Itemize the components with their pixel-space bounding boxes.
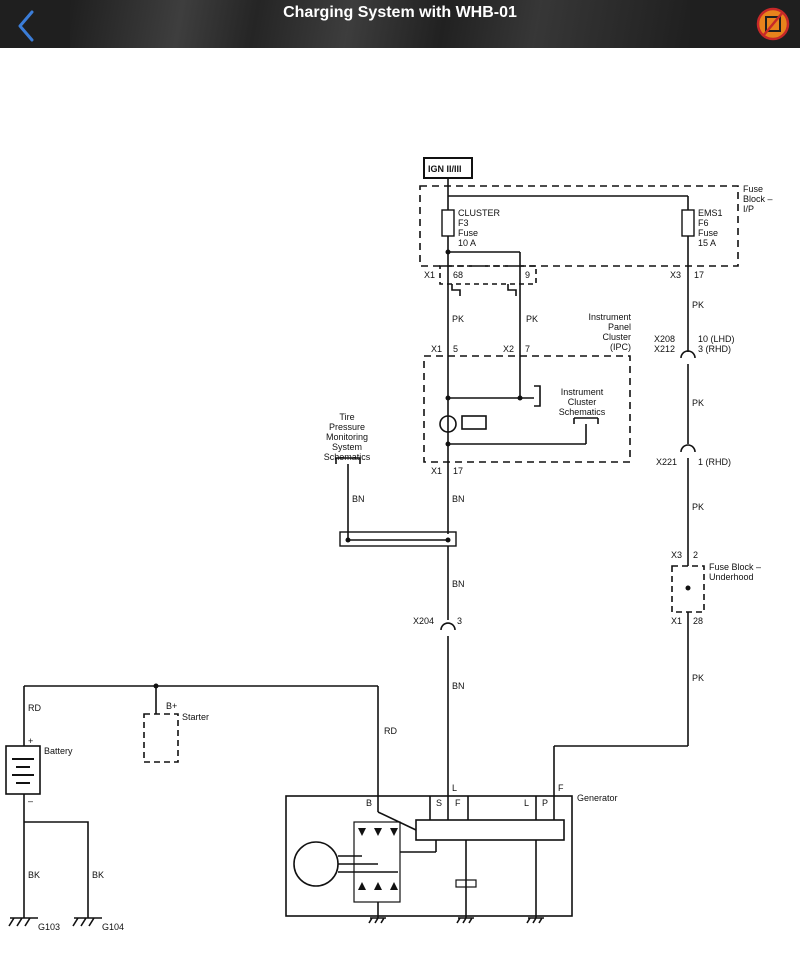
battery-minus: – <box>28 796 33 806</box>
wire-pk-5: PK <box>692 502 704 512</box>
x208-pin: 10 (LHD) <box>698 334 735 344</box>
ipc-label-line1: Instrument <box>588 312 631 322</box>
tpms-line1: Tire <box>339 412 354 422</box>
ics-line3: Schematics <box>559 407 606 417</box>
back-chevron-icon <box>18 10 34 42</box>
battery-label: Battery <box>44 746 73 756</box>
fuse-block-ip-line1: Fuse <box>743 184 763 194</box>
x1-connector-label: X1 <box>424 270 435 280</box>
wire-bn-1: BN <box>352 494 365 504</box>
wire-rd-1: RD <box>28 703 41 713</box>
x208-label: X208 <box>654 334 675 344</box>
x1-label-3: X1 <box>431 466 442 476</box>
ics-line1: Instrument <box>561 387 604 397</box>
app-header: Charging System with WHB-01 <box>0 0 800 48</box>
ign-label: IGN II/III <box>428 164 462 174</box>
terminal-b: B <box>366 798 372 808</box>
wiring-diagram: IGN II/III Fuse Block – I/P CLUSTER F3 F… <box>5 157 773 932</box>
x3-pin-2: 2 <box>693 550 698 560</box>
page-title: Charging System with WHB-01 <box>283 4 517 21</box>
wire-bk-1: BK <box>28 870 40 880</box>
fuse-block-underhood-line1: Fuse Block – <box>709 562 761 572</box>
x204-label: X204 <box>413 616 434 626</box>
x1-pin-5: 5 <box>453 344 458 354</box>
x204-pin: 3 <box>457 616 462 626</box>
cluster-fuse-id: F3 <box>458 218 469 228</box>
cluster-fuse-type: Fuse <box>458 228 478 238</box>
starter-b-plus: B+ <box>166 701 177 711</box>
wire-bn-3: BN <box>452 579 465 589</box>
wire-bn-4: BN <box>452 681 465 691</box>
header-texture <box>70 0 690 48</box>
wire-bk-2: BK <box>92 870 104 880</box>
x2-label: X2 <box>503 344 514 354</box>
ground-g104: G104 <box>102 922 124 932</box>
cluster-fuse-rating: 10 A <box>458 238 476 248</box>
x1-pin-68: 68 <box>453 270 463 280</box>
ems-fuse-name: EMS1 <box>698 208 723 218</box>
x221-label: X221 <box>656 457 677 467</box>
battery-plus: + <box>28 736 33 746</box>
tpms-line4: System <box>332 442 362 452</box>
ipc-label-line2: Panel <box>608 322 631 332</box>
ground-g103: G103 <box>38 922 60 932</box>
wire-pk-1: PK <box>452 314 464 324</box>
generator-label: Generator <box>577 793 618 803</box>
wire-bn-2: BN <box>452 494 465 504</box>
terminal-s: S <box>436 798 442 808</box>
x221-pin: 1 (RHD) <box>698 457 731 467</box>
wire-pk-4: PK <box>692 398 704 408</box>
generator-l-label: L <box>452 783 457 793</box>
ics-line2: Cluster <box>568 397 597 407</box>
x1-pin-17: 17 <box>453 466 463 476</box>
terminal-p: P <box>542 798 548 808</box>
terminal-l: L <box>524 798 529 808</box>
cluster-fuse-name: CLUSTER <box>458 208 501 218</box>
no-edit-button[interactable] <box>755 6 791 42</box>
ipc-label-line3: Cluster <box>602 332 631 342</box>
starter-label: Starter <box>182 712 209 722</box>
wire-pk-3: PK <box>692 300 704 310</box>
ems-fuse-id: F6 <box>698 218 709 228</box>
wire-pk-2: PK <box>526 314 538 324</box>
fuse-block-underhood-line2: Underhood <box>709 572 754 582</box>
wire-pk-6: PK <box>692 673 704 683</box>
x3-label-2: X3 <box>671 550 682 560</box>
fuse-block-ip-line2: Block – <box>743 194 773 204</box>
wire-rd-2: RD <box>384 726 397 736</box>
fuse-block-ip-line3: I/P <box>743 204 754 214</box>
terminal-f: F <box>455 798 461 808</box>
x1-label-2: X1 <box>431 344 442 354</box>
x3-pin-17: 17 <box>694 270 704 280</box>
tpms-line2: Pressure <box>329 422 365 432</box>
x3-connector-label: X3 <box>670 270 681 280</box>
x1-pin-28: 28 <box>693 616 703 626</box>
ipc-label-line4: (IPC) <box>610 342 631 352</box>
x2-pin-7: 7 <box>525 344 530 354</box>
ems-fuse-rating: 15 A <box>698 238 716 248</box>
x212-pin: 3 (RHD) <box>698 344 731 354</box>
pin-9: 9 <box>525 270 530 280</box>
x1-label-4: X1 <box>671 616 682 626</box>
x212-label: X212 <box>654 344 675 354</box>
no-edit-icon <box>756 7 790 41</box>
ems-fuse-type: Fuse <box>698 228 718 238</box>
tpms-line3: Monitoring <box>326 432 368 442</box>
tpms-line5: Schematics <box>324 452 371 462</box>
back-button[interactable] <box>8 6 44 42</box>
generator-f-label: F <box>558 783 564 793</box>
